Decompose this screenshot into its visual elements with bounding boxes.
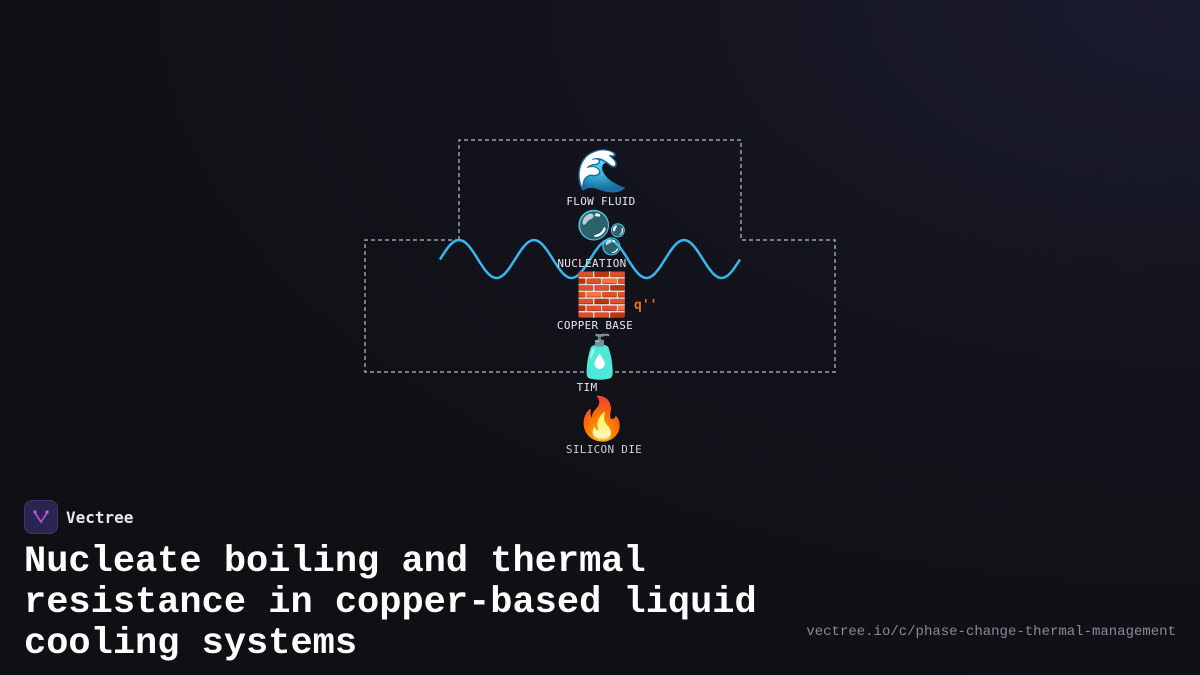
brand-name: Vectree	[66, 507, 134, 527]
brick-icon: 🧱	[575, 270, 629, 319]
fluid-region-boundary	[458, 139, 742, 240]
brand: Vectree	[24, 500, 133, 534]
heat-flux-label: q''	[634, 298, 658, 313]
vectree-logo-icon	[24, 500, 58, 534]
page-title: Nucleate boiling and thermal resistance …	[24, 541, 757, 665]
boiling-wave-line	[438, 238, 742, 280]
wave-icon: 🌊	[575, 146, 629, 195]
source-url: vectree.io/c/phase-change-thermal-manage…	[806, 624, 1176, 640]
bubbles-icon: 🫧	[575, 208, 629, 257]
node-label-copper-base: COPPER BASE	[556, 319, 634, 332]
node-label-flow-fluid: FLOW FLUID	[566, 195, 636, 208]
node-label-tim: TIM	[576, 381, 598, 394]
lotion-bottle-icon: 🧴	[573, 332, 627, 381]
copper-region-boundary	[364, 239, 836, 373]
node-label-nucleation: NUCLEATION	[557, 257, 627, 270]
fire-icon: 🔥	[575, 394, 629, 443]
node-label-silicon-die: SILICON DIE	[565, 443, 643, 456]
